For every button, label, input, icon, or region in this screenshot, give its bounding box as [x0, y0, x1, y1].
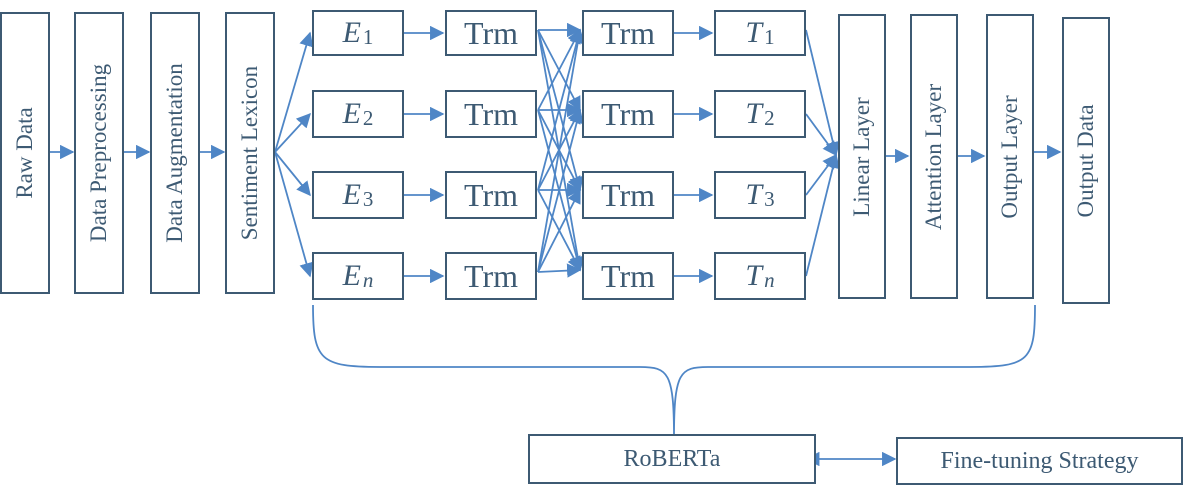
- output-token-subscript: 2: [764, 105, 775, 130]
- trm-label: Trm: [601, 95, 655, 132]
- embedding-base: E: [342, 178, 361, 211]
- output-token-base: T: [745, 178, 763, 211]
- linear-layer-label: Linear Layer: [849, 96, 874, 217]
- embedding-subscript: n: [362, 267, 374, 292]
- sentiment-lexicon-box: Sentiment Lexicon: [225, 12, 275, 294]
- embedding-base: E: [342, 259, 361, 292]
- trm-label: Trm: [464, 176, 518, 213]
- trm-layer2-box-1: Trm: [582, 10, 674, 56]
- output-token-subscript: n: [764, 267, 775, 292]
- trm-layer1-box-3: Trm: [445, 171, 537, 219]
- output-token-base: T: [745, 16, 763, 49]
- attention-layer-label: Attention Layer: [921, 83, 946, 230]
- output-token-base: T: [745, 259, 763, 292]
- attention-layer-box: Attention Layer: [910, 14, 958, 299]
- sentiment-lexicon-label: Sentiment Lexicon: [237, 65, 262, 241]
- output-token-subscript: 3: [764, 186, 775, 211]
- output-token-subscript: 1: [764, 24, 775, 49]
- embedding-base: E: [342, 97, 361, 130]
- arrow-lexicon-to-embedding: [274, 151, 314, 278]
- output-layer-box: Output Layer: [986, 14, 1034, 299]
- data-augmentation-box: Data Augmentation: [150, 12, 200, 294]
- arrow-output-to-linear: [805, 113, 837, 157]
- output-token-base: T: [745, 97, 763, 130]
- fine-tuning-strategy-box: Fine-tuning Strategy: [896, 437, 1183, 485]
- data-preprocessing-box: Data Preprocessing: [74, 12, 124, 294]
- raw-data-box: Raw Data: [0, 12, 50, 294]
- trm-label: Trm: [601, 176, 655, 213]
- raw-data-label: Raw Data: [12, 107, 37, 199]
- trm-label: Trm: [464, 257, 518, 294]
- embedding-subscript: 2: [362, 105, 374, 130]
- arrow-trm-cross-connection: [537, 28, 585, 273]
- trm-label: Trm: [601, 257, 655, 294]
- output-data-label: Output Data: [1073, 103, 1098, 218]
- arrow-trm-cross-connection: [537, 188, 581, 273]
- output-data-box: Output Data: [1062, 17, 1110, 304]
- roberta-brace: [312, 304, 1036, 438]
- embedding-subscript: 1: [362, 24, 374, 49]
- trm-layer2-box-n: Trm: [582, 252, 674, 300]
- arrow-trm-cross-connection: [537, 28, 584, 191]
- arrow-output-to-linear: [805, 29, 840, 157]
- arrow-trm-cross-connection: [537, 263, 582, 278]
- trm-layer1-box-2: Trm: [445, 90, 537, 138]
- trm-label: Trm: [601, 14, 655, 51]
- trm-layer1-box-1: Trm: [445, 10, 537, 56]
- linear-layer-box: Linear Layer: [838, 14, 886, 299]
- embedding-subscript: 3: [362, 186, 374, 211]
- data-augmentation-label: Data Augmentation: [162, 63, 187, 243]
- embedding-base: E: [342, 16, 361, 49]
- arrow-lexicon-to-embedding: [274, 31, 314, 153]
- data-preprocessing-label: Data Preprocessing: [86, 63, 111, 243]
- roberta-box: RoBERTa: [528, 434, 816, 484]
- output-layer-label: Output Layer: [997, 94, 1022, 219]
- roberta-label: RoBERTa: [623, 445, 721, 472]
- arrow-lexicon-to-embedding: [274, 112, 311, 153]
- trm-label: Trm: [464, 14, 518, 51]
- trm-layer2-box-2: Trm: [582, 90, 674, 138]
- trm-layer1-box-n: Trm: [445, 252, 537, 300]
- arrow-trm-cross-connection: [537, 108, 584, 273]
- trm-layer2-box-3: Trm: [582, 171, 674, 219]
- fine-tuning-strategy-label: Fine-tuning Strategy: [940, 447, 1139, 474]
- arrow-output-to-linear: [805, 153, 840, 277]
- arrow-lexicon-to-embedding: [274, 151, 311, 197]
- trm-label: Trm: [464, 95, 518, 132]
